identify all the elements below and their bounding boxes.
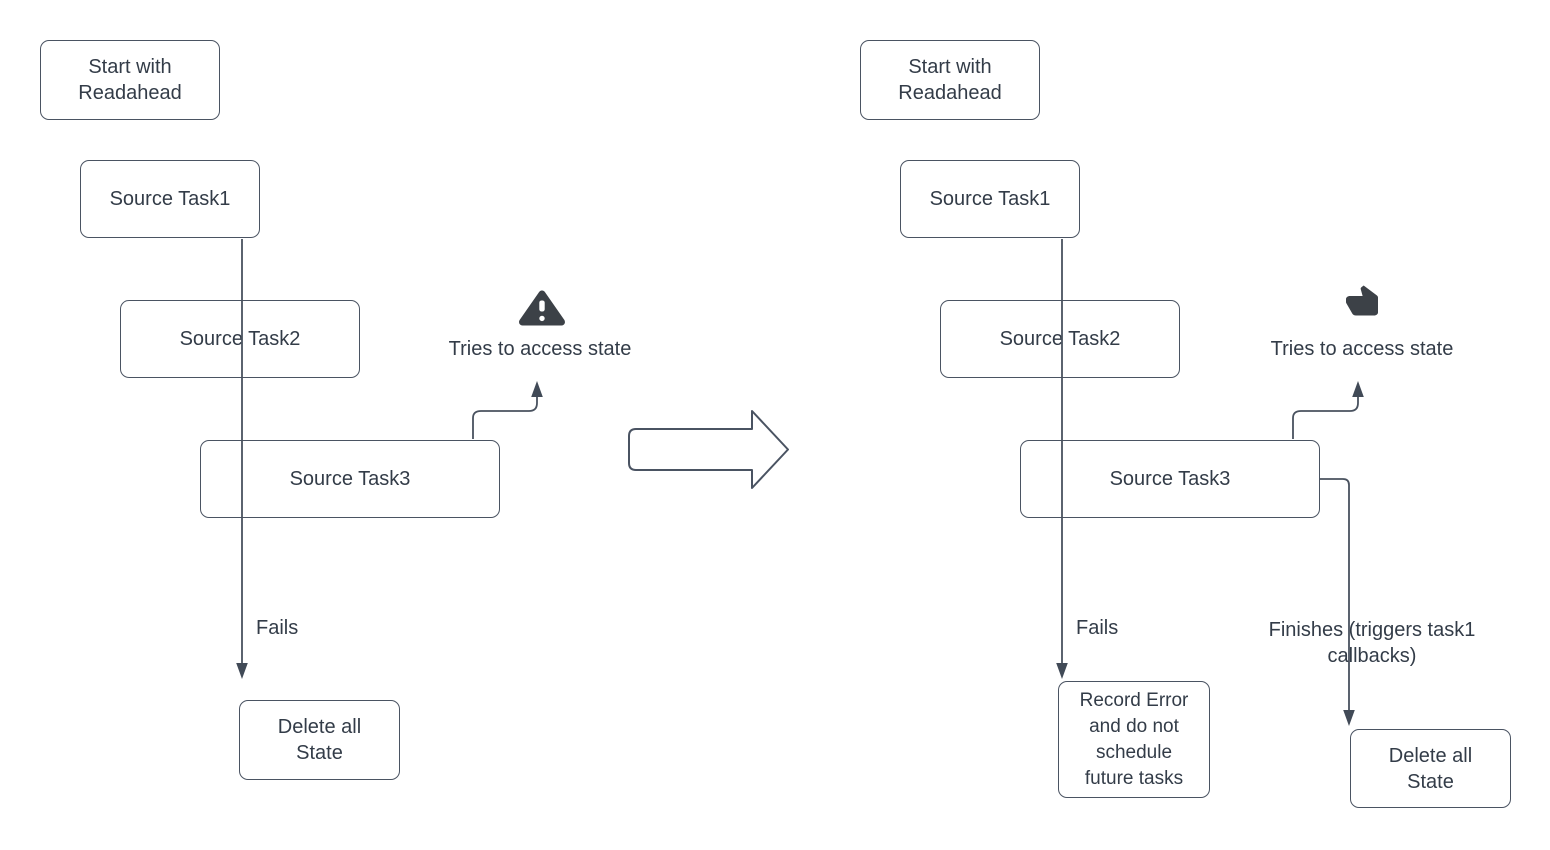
node-start-with-readahead-right: Start with Readahead — [860, 40, 1040, 120]
node-source-task1-left: Source Task1 — [80, 160, 260, 238]
node-source-task3-left: Source Task3 — [200, 440, 500, 518]
node-label: Delete all State — [1388, 744, 1473, 793]
node-label: Source Task1 — [109, 188, 231, 210]
label-tries-to-access-state-left: Tries to access state — [448, 338, 632, 360]
warning-triangle-icon — [519, 290, 565, 326]
node-label: Source Task1 — [929, 188, 1051, 210]
right-block-arrow-icon — [628, 410, 789, 489]
thumbs-up-icon — [1346, 285, 1378, 316]
node-label: Source Task2 — [179, 328, 301, 350]
node-record-error-right: Record Error and do not schedule future … — [1058, 681, 1210, 798]
edge-label-fails-left: Fails — [256, 617, 299, 639]
node-label: Record Error and do not schedule future … — [1079, 689, 1189, 789]
node-source-task1-right: Source Task1 — [900, 160, 1080, 238]
node-label: Start with Readahead — [78, 56, 182, 104]
edge-label-fails-right: Fails — [1076, 617, 1119, 639]
connector-access-state-left — [472, 381, 543, 439]
node-label: Start with Readahead — [898, 56, 1002, 104]
node-label: Source Task2 — [999, 328, 1121, 350]
node-label: Source Task3 — [1109, 468, 1231, 490]
node-start-with-readahead-left: Start with Readahead — [40, 40, 220, 120]
node-source-task2-left: Source Task2 — [120, 300, 360, 378]
node-label: Delete all State — [277, 716, 362, 764]
node-delete-all-state-right: Delete all State — [1350, 729, 1511, 808]
connector-access-state-right — [1292, 381, 1364, 439]
node-source-task3-right: Source Task3 — [1020, 440, 1320, 518]
connector-finishes-right — [1320, 478, 1355, 726]
node-source-task2-right: Source Task2 — [940, 300, 1180, 378]
node-delete-all-state-left: Delete all State — [239, 700, 400, 780]
label-tries-to-access-state-right: Tries to access state — [1270, 338, 1454, 360]
edge-label-finishes-right: Finishes (triggers task1 callbacks) — [1268, 619, 1476, 667]
node-label: Source Task3 — [289, 468, 411, 490]
